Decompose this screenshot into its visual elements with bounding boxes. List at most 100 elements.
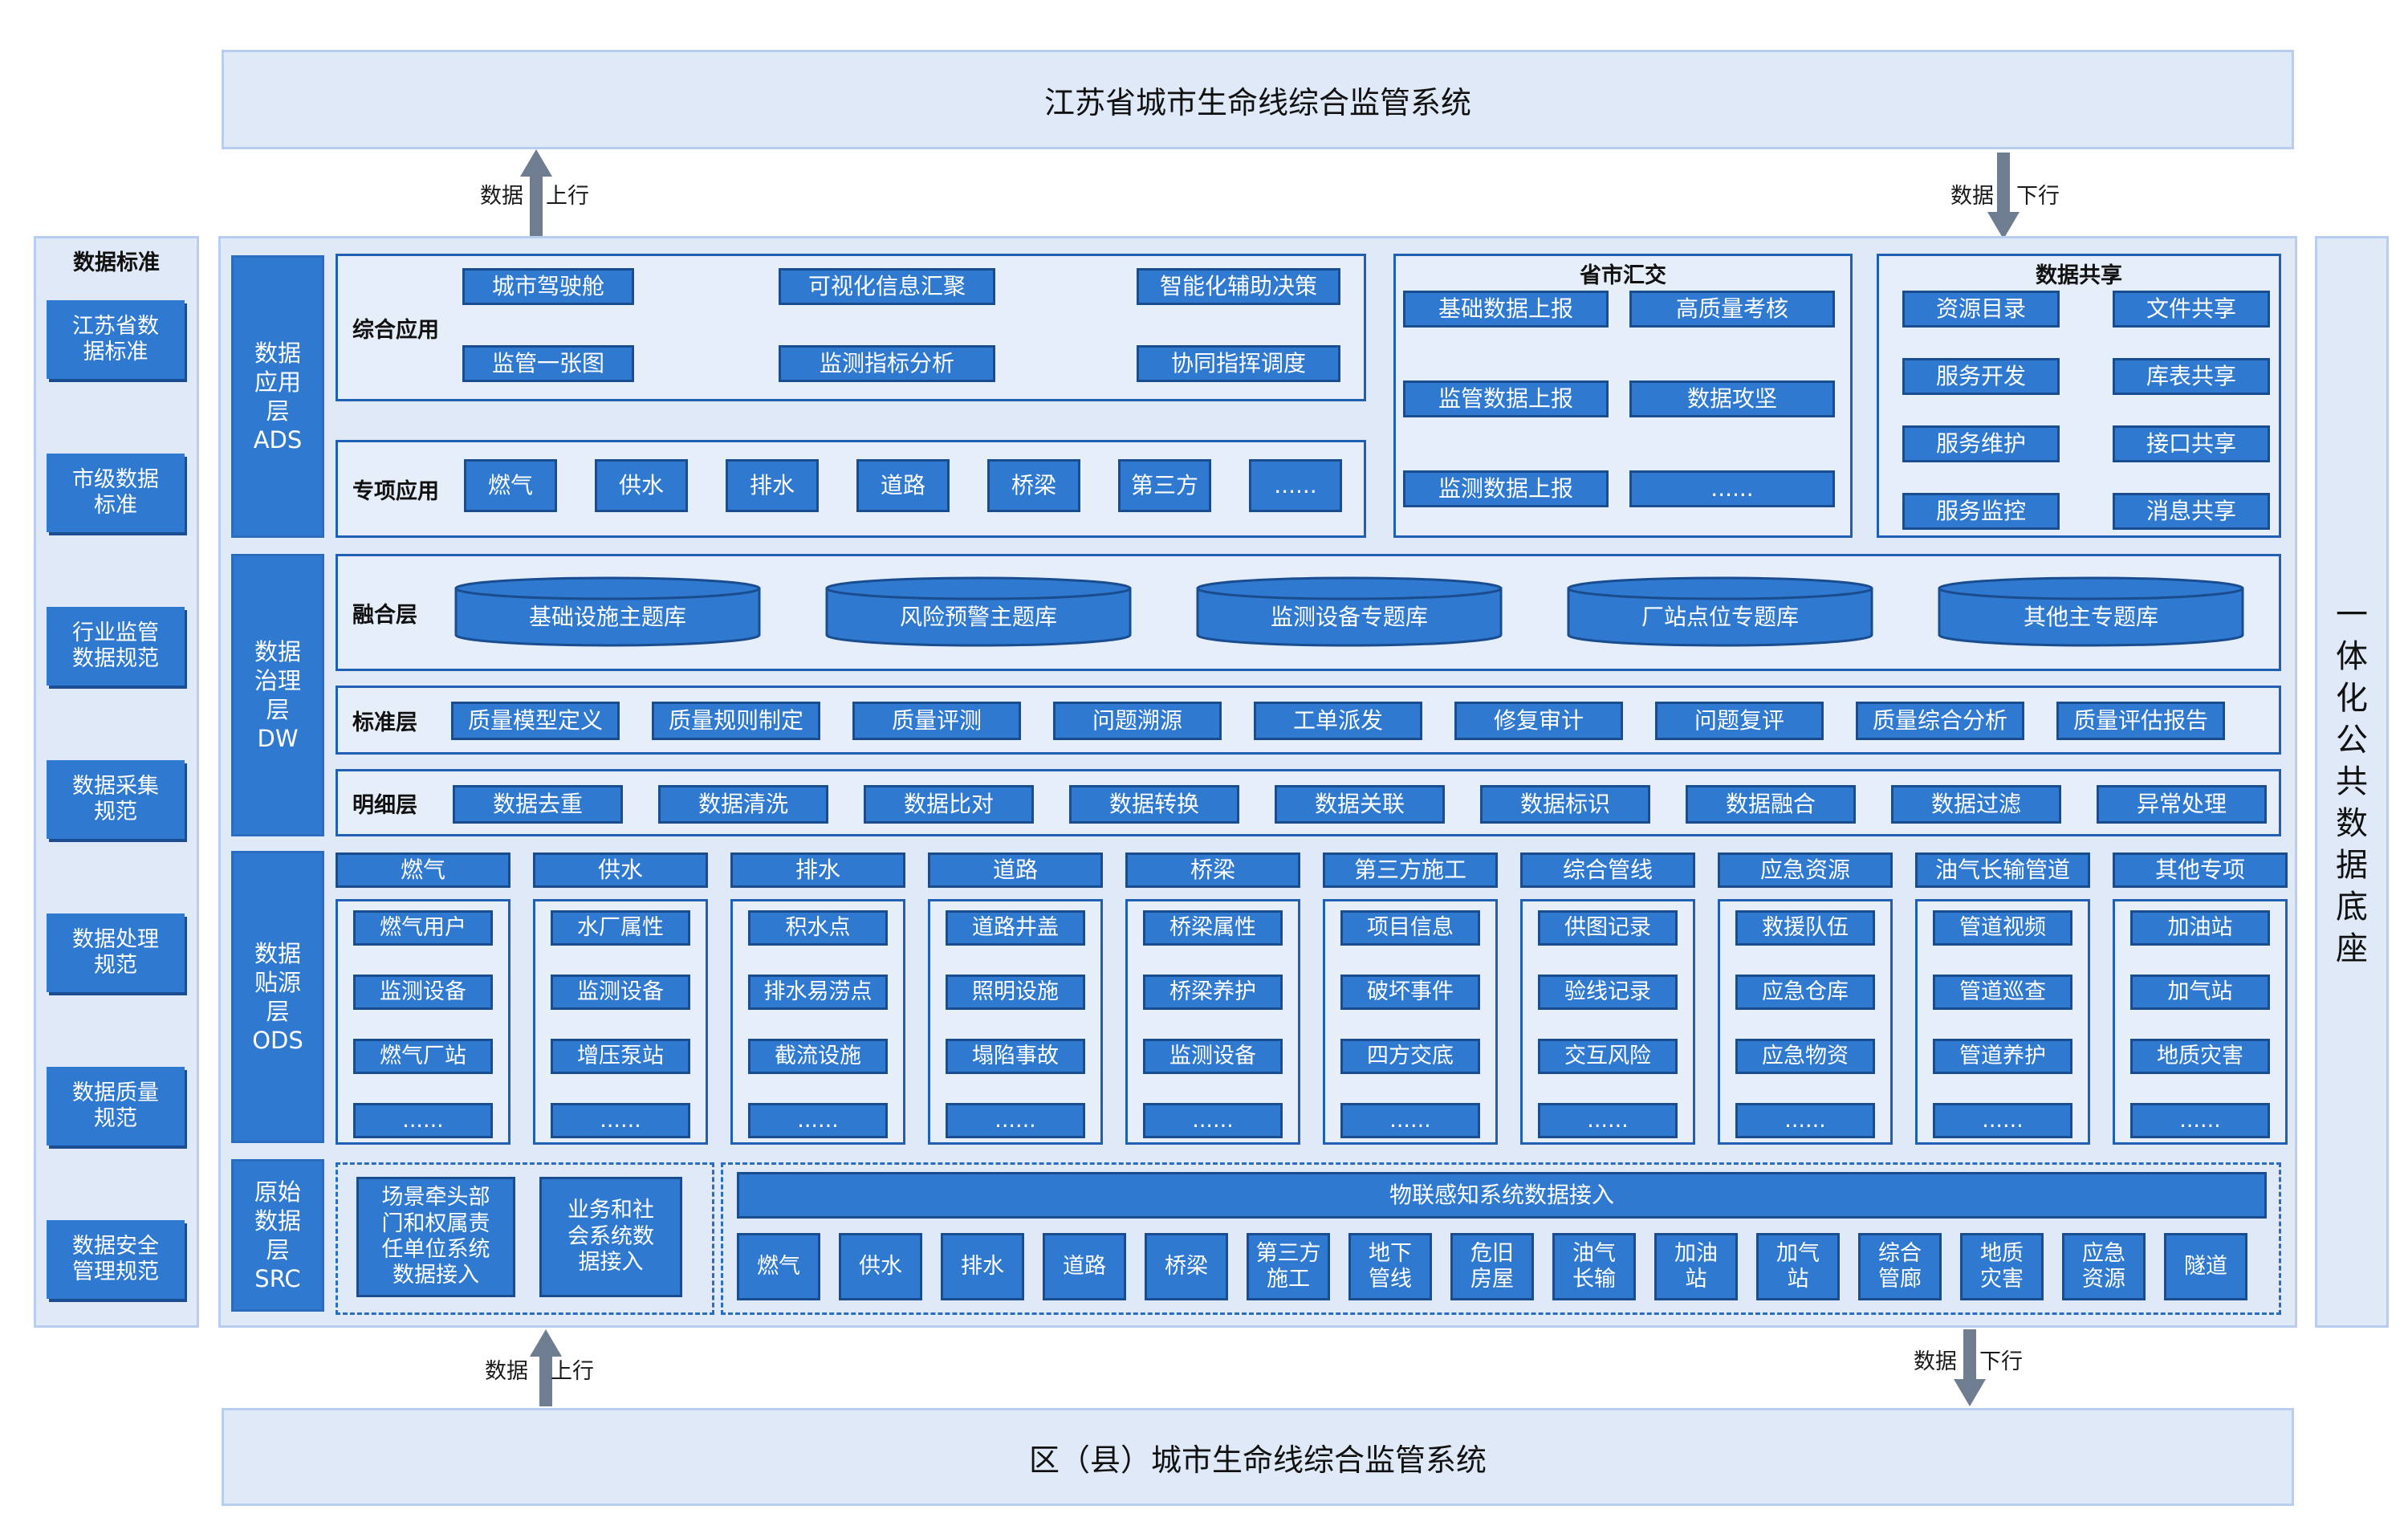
detail-layer-item: 数据关联 <box>1275 785 1445 824</box>
ods-item-label: ...... <box>1784 1107 1826 1133</box>
fusion-cylinder: 风险预警主题库 <box>825 576 1132 647</box>
iot-item-label: 地下 管线 <box>1369 1240 1412 1292</box>
ods-item-label: 供图记录 <box>1564 914 1651 940</box>
src-department-access-label: 场景牵头部 门和权属责 任单位系统 数据接入 <box>381 1185 490 1288</box>
ods-item: 积水点 <box>748 910 888 946</box>
iot-access-label: 物联感知系统数据接入 <box>1389 1182 1614 1209</box>
province-item-label: 数据攻坚 <box>1686 385 1777 413</box>
detail-layer-item-label: 数据关联 <box>1314 791 1405 818</box>
comp-app-item: 城市驾驶舱 <box>462 268 634 305</box>
fusion-item-label: 风险预警主题库 <box>900 604 1057 630</box>
bottom-system-bar: 区（县）城市生命线综合监管系统 <box>222 1408 2294 1506</box>
ods-item-label: 桥梁养护 <box>1169 979 1256 1004</box>
iot-item: 供水 <box>839 1233 922 1300</box>
ods-item: 项目信息 <box>1340 910 1480 946</box>
province-item: 监测数据上报 <box>1403 470 1609 507</box>
comp-app-item-label: 监管一张图 <box>491 350 604 377</box>
ods-item: 桥梁养护 <box>1143 975 1283 1010</box>
share-item: 库表共享 <box>2113 358 2270 395</box>
ods-column-header: 道路 <box>928 852 1103 888</box>
share-item: 资源目录 <box>1902 291 2060 328</box>
ods-item-label: 监测设备 <box>577 979 664 1004</box>
cylinder-top <box>454 576 761 600</box>
src-right-dashed-group <box>721 1162 2281 1315</box>
ods-column-header: 燃气 <box>336 852 510 888</box>
src-left-dashed-group <box>336 1162 714 1315</box>
ods-column-header-label: 其他专项 <box>2154 857 2245 884</box>
share-item: 文件共享 <box>2113 291 2270 328</box>
ods-item-label: 燃气用户 <box>380 914 466 940</box>
comp-app-item-label: 协同指挥调度 <box>1170 350 1306 377</box>
arrow-label-word: 数据 <box>1914 1349 1957 1374</box>
ods-column-header-label: 综合管线 <box>1562 857 1653 884</box>
detail-layer-item-label: 数据过滤 <box>1930 791 2021 818</box>
province-item-label: 监管数据上报 <box>1438 385 1573 413</box>
detail-layer-item: 异常处理 <box>2097 785 2267 824</box>
iot-item: 加气 站 <box>1756 1233 1840 1300</box>
ods-item-label: 排水易涝点 <box>763 979 872 1004</box>
detail-layer-item-label: 数据清洗 <box>698 791 788 818</box>
share-item-label: 库表共享 <box>2146 363 2236 390</box>
iot-item: 加油 站 <box>1654 1233 1738 1300</box>
iot-item: 桥梁 <box>1145 1233 1228 1300</box>
iot-item: 综合 管廊 <box>1858 1233 1942 1300</box>
ods-item: 截流设施 <box>748 1039 888 1074</box>
layer-ads-label: 数据 应用 层 ADS <box>253 339 303 454</box>
arrow-label-word: 上行 <box>551 1359 594 1384</box>
iot-item-label: 排水 <box>961 1253 1004 1279</box>
arrow-label-word: 数据 <box>480 184 523 209</box>
ods-item: 燃气厂站 <box>353 1039 493 1074</box>
ods-item: 破坏事件 <box>1340 975 1480 1010</box>
ods-item-label: 项目信息 <box>1367 914 1454 940</box>
ods-item: 应急仓库 <box>1735 975 1875 1010</box>
standard-item: 行业监管 数据规范 <box>47 607 185 686</box>
special-app-item-label: 燃气 <box>487 472 533 499</box>
cylinder-top <box>1938 576 2244 600</box>
fusion-cylinder: 厂站点位专题库 <box>1567 576 1873 647</box>
ods-item-label: 应急物资 <box>1762 1043 1849 1068</box>
special-app-item: 燃气 <box>464 459 557 512</box>
detail-layer-item: 数据清洗 <box>658 785 828 824</box>
ods-item-label: 加油站 <box>2167 914 2233 940</box>
ods-item-label: ...... <box>1192 1107 1234 1133</box>
special-app-item-label: 桥梁 <box>1011 472 1056 499</box>
comprehensive-app-label: 综合应用 <box>352 317 439 343</box>
province-exchange-title: 省市汇交 <box>1580 263 1666 288</box>
share-item-label: 服务开发 <box>1935 363 2026 390</box>
ods-item-label: ...... <box>1389 1107 1431 1133</box>
fusion-cylinders: 基础设施主题库风险预警主题库监测设备专题库厂站点位专题库其他主专题库 <box>454 576 2244 647</box>
ods-item-label: 照明设施 <box>972 979 1059 1004</box>
fusion-cylinder: 其他主专题库 <box>1938 576 2244 647</box>
special-app-item: 排水 <box>726 459 819 512</box>
layer-dw: 数据 治理 层 DW <box>231 554 324 836</box>
share-item-label: 服务监控 <box>1935 498 2026 525</box>
province-item: ...... <box>1629 470 1835 507</box>
src-business-access: 业务和社 会系统数 据接入 <box>539 1177 682 1297</box>
ods-item: ...... <box>1538 1103 1678 1138</box>
ods-item: ...... <box>1340 1103 1480 1138</box>
province-item: 监管数据上报 <box>1403 380 1609 417</box>
ods-column-header: 应急资源 <box>1718 852 1893 888</box>
ods-item-label: ...... <box>600 1107 641 1133</box>
fusion-item-label: 其他主专题库 <box>2024 604 2158 630</box>
iot-item-label: 燃气 <box>757 1253 800 1279</box>
ods-column-header-label: 应急资源 <box>1759 857 1850 884</box>
layer-ods: 数据 贴源 层 ODS <box>231 851 324 1143</box>
ods-item: 桥梁属性 <box>1143 910 1283 946</box>
special-app-item-label: 第三方 <box>1130 472 1198 499</box>
arrow-label-word: 数据 <box>1950 184 1994 209</box>
ods-item: 验线记录 <box>1538 975 1678 1010</box>
ods-item-label: 监测设备 <box>380 979 466 1004</box>
ods-item: 照明设施 <box>946 975 1085 1010</box>
ods-item: 供图记录 <box>1538 910 1678 946</box>
province-item-label: 监测数据上报 <box>1438 475 1573 503</box>
layer-ods-label: 数据 贴源 层 ODS <box>252 939 303 1055</box>
ods-column-header-label: 排水 <box>795 857 840 884</box>
standard-layer-item-label: 问题复评 <box>1694 707 1784 734</box>
ods-column-header: 供水 <box>533 852 708 888</box>
province-item: 基础数据上报 <box>1403 291 1609 328</box>
iot-item-label: 危旧 房屋 <box>1470 1240 1514 1292</box>
share-item: 服务维护 <box>1902 425 2060 462</box>
standard-layer-item: 质量评测 <box>852 702 1021 740</box>
share-item: 服务监控 <box>1902 493 2060 530</box>
